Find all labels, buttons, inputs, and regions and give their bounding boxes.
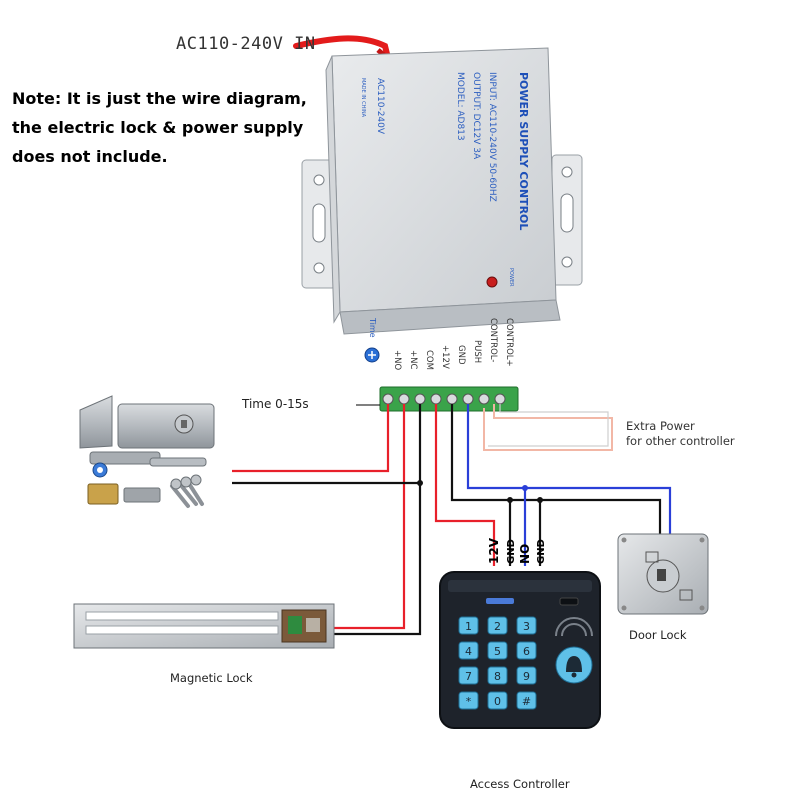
keypad-key-star (458, 691, 479, 710)
terminal-label-nc: +NC (408, 350, 418, 369)
disclaimer-note: Note: It is just the wire diagram, the e… (12, 84, 312, 171)
power-led (486, 276, 498, 288)
keypad-key-label: 0 (494, 695, 501, 708)
keypad-keys: 1 2 3 4 5 6 7 8 9 * 0 # (458, 616, 537, 710)
wire-black-gnd (450, 404, 542, 566)
wire-black-com-mag (322, 483, 422, 636)
wire-red-nc (322, 404, 406, 630)
keypad-key-label: 3 (523, 620, 530, 633)
keypad-key-0 (487, 691, 508, 710)
note-line-3: does not include. (12, 147, 168, 166)
keypad-key-7 (458, 666, 479, 685)
terminal-label-push: PUSH (472, 340, 482, 363)
ps-spec-input: INPUT: AC110-240V 50-60HZ (487, 72, 497, 202)
keypad-key-2 (487, 616, 508, 635)
keypad-wire-label-gnd-1: GND (506, 539, 517, 564)
keypad-key-label: 6 (523, 645, 530, 658)
ac-input-label: AC110-240V IN (176, 34, 316, 54)
access-controller-label: Access Controller (470, 777, 570, 791)
keypad-key-3 (516, 616, 537, 635)
wire-red-12v (434, 404, 496, 566)
rfid-reader-area (555, 617, 593, 684)
ps-title: POWER SUPPLY CONTROL (517, 72, 530, 230)
terminal-label-control-minus: CONTROL- (488, 318, 498, 362)
keypad-wire-label-12v: 12V (487, 537, 501, 564)
extra-power-label: Extra Power for other controller (626, 419, 735, 449)
keypad-key-label: 9 (523, 670, 530, 683)
keypad-key-label: 4 (465, 645, 472, 658)
ps-side-voltage: AC110-240V (375, 78, 385, 135)
keypad-key-hash (516, 691, 537, 710)
extra-power-label-line-2: for other controller (626, 434, 735, 448)
terminal-label-gnd: GND (456, 345, 466, 365)
terminal-label-com: COM (424, 350, 434, 370)
keypad-key-label: # (522, 695, 531, 708)
ps-side-made: MADE IN CHINA (360, 78, 366, 118)
extra-power-label-line-1: Extra Power (626, 419, 695, 433)
keypad-key-label: 2 (494, 620, 501, 633)
magnetic-lock-label: Magnetic Lock (170, 671, 253, 685)
note-line-1: Note: It is just the wire diagram, (12, 89, 307, 108)
door-exit-button (617, 533, 709, 615)
keypad-key-5 (487, 641, 508, 660)
keypad-key-9 (516, 666, 537, 685)
extra-power-wire (483, 404, 613, 451)
keypad-key-6 (516, 641, 537, 660)
terminal-label-no: +NO (392, 350, 402, 370)
ps-spec-output: OUTPUT: DC12V 3A (471, 72, 481, 160)
access-controller: 1 2 3 4 5 6 7 8 9 * 0 # (439, 571, 601, 729)
keypad-wire-label-no: NO (518, 544, 532, 564)
magnetic-lock (73, 603, 335, 649)
keypad-key-8 (487, 666, 508, 685)
note-line-2: the electric lock & power supply (12, 118, 304, 137)
terminal-label-control-plus: CONTROL+ (504, 318, 514, 367)
keypad-key-label: * (466, 695, 472, 708)
ps-spec-model: MODEL: AD813 (455, 72, 465, 141)
keypad-wire-label-gnd-2: GND (536, 539, 547, 564)
wire-junctions (417, 480, 543, 503)
terminal-label-12v: +12V (440, 345, 450, 369)
keypad-key-label: 5 (494, 645, 501, 658)
power-supply-unit: POWER SUPPLY CONTROL INPUT: AC110-240V 5… (301, 47, 583, 412)
wire-blue-push (466, 404, 672, 534)
electric-rim-lock (79, 395, 215, 508)
terminal-screws (382, 393, 506, 405)
keypad-key-1 (458, 616, 479, 635)
door-lock-label: Door Lock (629, 628, 687, 642)
keypad-key-4 (458, 641, 479, 660)
ps-led-label: POWER (508, 268, 514, 287)
time-range-label: Time 0-15s (242, 397, 309, 411)
ps-time-label: Time (368, 317, 377, 338)
keypad-key-label: 8 (494, 670, 501, 683)
wire-red-no (232, 404, 390, 473)
wire-black-door (540, 498, 662, 534)
keypad-key-label: 1 (465, 620, 472, 633)
keypad-key-label: 7 (465, 670, 472, 683)
